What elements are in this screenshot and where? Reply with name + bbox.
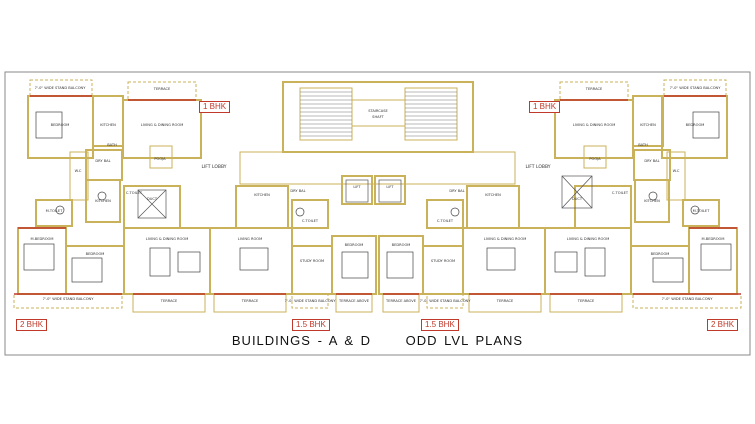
label-lift-1: LIFT — [353, 185, 361, 189]
unit-top-right — [554, 79, 728, 181]
unit-tag-bottom-mid-right: 1.5 BHK — [421, 319, 459, 331]
label-living-br: LIVING & DINING ROOM — [567, 237, 610, 241]
label-ctoilet-mr: C.TOILET — [437, 219, 454, 223]
label-staircase: STAIRCASE — [368, 109, 388, 113]
staircase-treads — [300, 91, 457, 137]
label-living-tr: LIVING & DINING ROOM — [573, 123, 616, 127]
label-ctoilet-l: C.TOILET — [126, 191, 143, 195]
label-shaft: SHAFT — [372, 115, 384, 119]
label-balcony-br: 7'-0" WIDE STAND BALCONY — [662, 297, 714, 301]
title-odd-level-plans: ODD LVL PLANS — [405, 333, 524, 348]
label-bath-l: BATH — [107, 143, 117, 147]
railing-lines — [14, 95, 741, 295]
label-drybal-mr: DRY BAL — [449, 189, 464, 193]
label-ctoilet-ml: C.TOILET — [302, 219, 319, 223]
label-terrace-mr: TERRACE — [496, 299, 514, 303]
label-pooja-r: POOJA — [589, 157, 601, 161]
label-kitchen-bl: KITCHEN — [95, 199, 111, 203]
label-bed-ml: BEDROOM — [345, 243, 364, 247]
label-study-mr: STUDY ROOM — [431, 259, 455, 263]
label-mbed-r: M.BEDROOM — [701, 237, 724, 241]
label-bed-mr: BEDROOM — [392, 243, 411, 247]
label-terrace-above-ml: TERRACE ABOVE — [338, 299, 370, 303]
label-wc-l: W.C — [75, 169, 82, 173]
label-ctoilet-r: C.TOILET — [612, 191, 629, 195]
central-core — [239, 81, 516, 205]
label-duct-l: DUCT — [147, 197, 158, 201]
room-labels: TERRACE TERRACE LIVING & DINING ROOM LIV… — [30, 86, 724, 303]
label-terrace-tr: TERRACE — [585, 87, 603, 91]
label-living-bl: LIVING & DINING ROOM — [146, 237, 189, 241]
unit-tag-top-left: 1 BHK — [199, 101, 231, 113]
label-bedroom-tl: BEDROOM — [51, 123, 70, 127]
title-buildings: BUILDINGS - A & D — [231, 333, 372, 348]
label-mtoilet-l: M.TOILET — [46, 209, 64, 213]
label-study-ml: STUDY ROOM — [300, 259, 324, 263]
label-balcony-mr: 7'-0" WIDE STAND BALCONY — [420, 299, 472, 303]
label-mtoilet-r: M.TOILET — [693, 209, 711, 213]
duct-shafts — [137, 175, 593, 219]
label-duct-r: DUCT — [572, 197, 583, 201]
label-pooja-l: POOJA — [154, 157, 166, 161]
label-lift-2: LIFT — [386, 185, 394, 189]
label-terrace-br: TERRACE — [577, 299, 595, 303]
label-balcony-tl: 7'-0" WIDE STAND BALCONY — [35, 86, 87, 90]
label-lift-lobby-left: LIFT LOBBY — [201, 164, 226, 170]
label-kitchen-mr: KITCHEN — [485, 193, 501, 197]
unit-tag-bottom-mid-left: 1.5 BHK — [292, 319, 330, 331]
drawing-title: BUILDINGS - A & D ODD LVL PLANS — [0, 333, 755, 348]
unit-tag-top-right: 1 BHK — [529, 101, 561, 113]
label-balcony-bl: 7'-0" WIDE STAND BALCONY — [43, 297, 95, 301]
label-drybal-ml: DRY BAL — [290, 189, 305, 193]
unit-top-left — [27, 79, 202, 181]
label-balcony-ml: 7'-0" WIDE STAND BALCONY — [285, 299, 337, 303]
label-bedroom-tr: BEDROOM — [686, 123, 705, 127]
unit-tag-bottom-left: 2 BHK — [16, 319, 48, 331]
unit-tag-bottom-right: 2 BHK — [707, 319, 739, 331]
label-terrace-tl: TERRACE — [153, 87, 171, 91]
label-kitchen-ml: KITCHEN — [254, 193, 270, 197]
unit-bottom-left — [13, 151, 211, 313]
label-bed-br: BEDROOM — [651, 252, 670, 256]
label-terrace-above-mr: TERRACE ABOVE — [385, 299, 417, 303]
label-bed-bl: BEDROOM — [86, 252, 105, 256]
label-drybal-l: DRY BAL — [95, 159, 110, 163]
label-balcony-tr: 7'-0" WIDE STAND BALCONY — [670, 86, 722, 90]
label-kitchen-tr: KITCHEN — [640, 123, 656, 127]
sheet-border — [4, 71, 751, 356]
label-terrace-bl: TERRACE — [160, 299, 178, 303]
label-living-tl: LIVING & DINING ROOM — [141, 123, 184, 127]
label-mbed-l: M.BEDROOM — [30, 237, 53, 241]
label-living-ml: LIVING ROOM — [238, 237, 262, 241]
label-bath-r: BATH — [638, 143, 648, 147]
label-kitchen-br: KITCHEN — [644, 199, 660, 203]
label-wc-r: W.C — [673, 169, 680, 173]
furniture — [23, 111, 732, 283]
label-living-mr: LIVING & DINING ROOM — [484, 237, 527, 241]
label-terrace-ml: TERRACE — [241, 299, 259, 303]
label-kitchen-tl: KITCHEN — [100, 123, 116, 127]
label-lift-lobby-right: LIFT LOBBY — [525, 164, 550, 170]
label-drybal-r: DRY BAL — [644, 159, 659, 163]
